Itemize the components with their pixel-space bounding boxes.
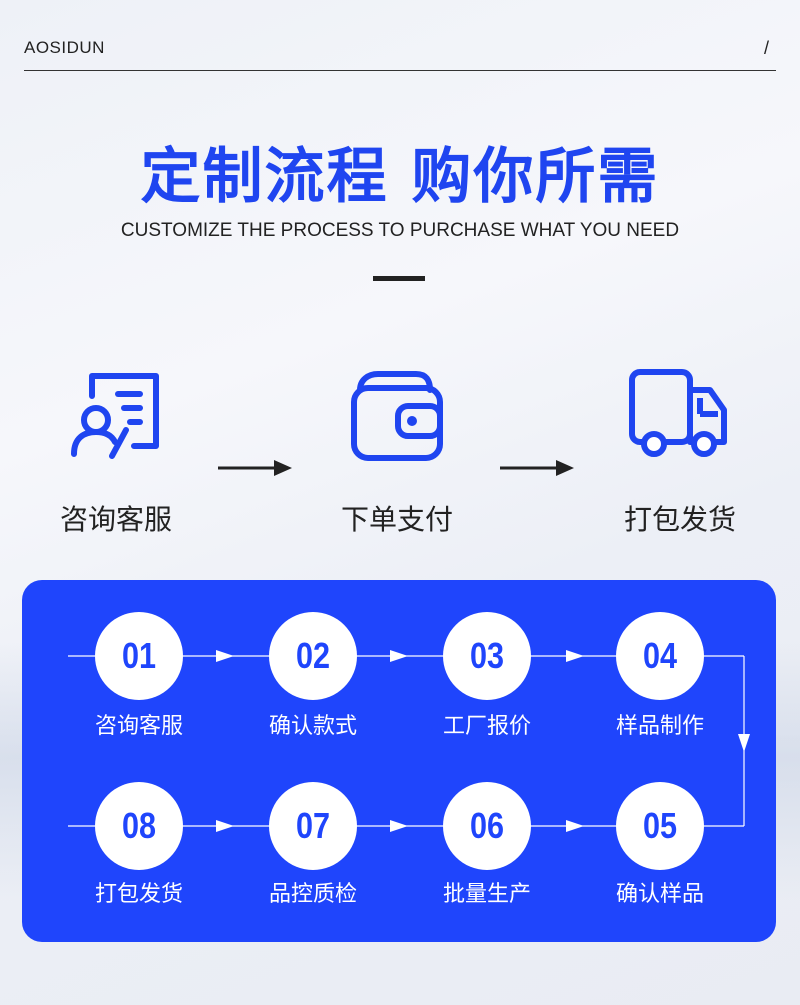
page-title: 定制流程 购你所需 xyxy=(140,142,660,212)
process-number: 08 xyxy=(121,805,157,846)
step-label-consult: 咨询客服 xyxy=(59,503,172,536)
title-underline xyxy=(373,276,425,281)
process-node-05: 05 xyxy=(616,782,704,870)
process-label: 品控质检 xyxy=(268,882,357,907)
process-panel: 01 咨询客服 02 确认款式 03 工厂报价 04 样品制作 08 打包发货 … xyxy=(22,580,776,942)
process-node-08: 08 xyxy=(95,782,183,870)
process-label: 确认样品 xyxy=(615,882,704,907)
process-label: 咨询客服 xyxy=(94,714,183,739)
header-divider xyxy=(24,70,776,71)
consult-document-icon xyxy=(71,373,159,459)
process-label: 样品制作 xyxy=(615,714,704,739)
wallet-icon xyxy=(351,371,443,461)
process-number: 04 xyxy=(642,635,678,676)
page-subtitle: CUSTOMIZE THE PROCESS TO PURCHASE WHAT Y… xyxy=(120,220,680,241)
arrow-right-icon xyxy=(500,460,574,476)
process-label: 批量生产 xyxy=(442,882,531,907)
process-node-04: 04 xyxy=(616,612,704,700)
arrow-right-icon xyxy=(218,460,292,476)
brand-name: AOSIDUN xyxy=(24,38,105,57)
process-number: 05 xyxy=(642,805,678,846)
process-node-07: 07 xyxy=(269,782,357,870)
process-number: 01 xyxy=(121,635,157,676)
process-number: 03 xyxy=(469,635,505,676)
process-number: 07 xyxy=(295,805,331,846)
header-slash: / xyxy=(764,38,770,58)
process-label: 确认款式 xyxy=(268,714,357,739)
process-number: 02 xyxy=(295,635,331,676)
process-node-06: 06 xyxy=(443,782,531,870)
process-number: 06 xyxy=(469,805,505,846)
process-label: 工厂报价 xyxy=(442,714,531,739)
process-label: 打包发货 xyxy=(94,882,183,907)
step-label-ship: 打包发货 xyxy=(623,503,736,536)
delivery-truck-icon xyxy=(629,369,727,457)
step-label-order-pay: 下单支付 xyxy=(340,503,453,536)
process-node-03: 03 xyxy=(443,612,531,700)
process-node-02: 02 xyxy=(269,612,357,700)
process-node-01: 01 xyxy=(95,612,183,700)
